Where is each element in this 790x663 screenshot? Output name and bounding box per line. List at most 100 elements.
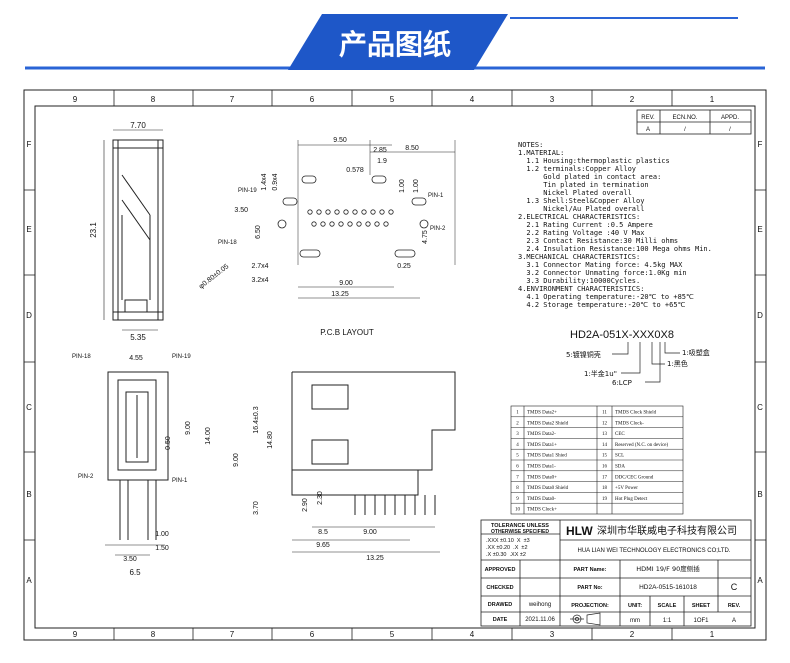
col-label: 8 <box>151 95 156 104</box>
pin-signal: TMDS Data2- <box>527 432 556 437</box>
dim-label: 3.2x4 <box>251 277 268 284</box>
col-label: 2 <box>630 630 635 639</box>
tolerance-line: .X ±0.30 .XX ±2 <box>486 552 526 558</box>
pcb-layout <box>277 140 456 299</box>
part-name-label: PART Name: <box>574 567 607 573</box>
dim-label: 2.90 <box>302 498 309 512</box>
dim-label: 4.55 <box>129 355 143 362</box>
pin-signal: TMDS Clock Shield <box>615 411 657 416</box>
dim-label: 5.35 <box>130 333 146 342</box>
frame-zone-ticks <box>24 90 766 640</box>
code-legend: 1:半金1u" <box>584 369 617 378</box>
note-line: 3.3 Durability:10000Cycles. <box>518 277 640 285</box>
pin-label: PIN-19 <box>172 354 191 360</box>
part-no: HD2A-0515-161018 <box>639 584 697 591</box>
appd-value: / <box>729 127 731 133</box>
sheet-label: SHEET <box>692 603 711 609</box>
drawn-label: DRAWED <box>488 602 512 608</box>
pcb-layout-title: P.C.B LAYOUT <box>320 328 374 337</box>
unit-label: UNIT: <box>628 603 642 609</box>
col-label: 9 <box>73 95 78 104</box>
dim-label: 3.70 <box>253 501 260 515</box>
col-label: 7 <box>230 630 235 639</box>
row-label: B <box>26 490 31 499</box>
pin-signal: TMDS Clock- <box>615 421 644 426</box>
tolerance-title: TOLERANCE UNLESS <box>491 523 549 529</box>
notes-block: NOTES: 1.MATERIAL: 1.1 Housing:thermopla… <box>518 141 712 309</box>
dim-label: 8.50 <box>405 145 419 152</box>
pin-label: PIN-2 <box>78 474 94 480</box>
pin-signal: Hot Plug Detect <box>615 497 648 502</box>
dim-label: 9.50 <box>333 137 347 144</box>
note-line: 2.4 Insulation Resistance:100 Mega ohms … <box>518 245 712 253</box>
company-name-en: HUA LIAN WEI TECHNOLOGY ELECTRONICS CO;L… <box>577 548 730 554</box>
col-label: 8 <box>151 630 156 639</box>
pin-signal: TMDS Data0- <box>527 497 556 502</box>
dim-label: 0.578 <box>346 167 364 174</box>
sheet-value: 1OF1 <box>693 618 709 624</box>
projection-symbol-icon <box>570 612 601 626</box>
banner-title: 产品图纸 <box>339 28 451 61</box>
rev-value: A <box>646 127 650 133</box>
row-label: D <box>757 311 763 320</box>
note-line: Nickel/Au Plated overall <box>518 205 644 213</box>
note-line: Nickel Plated overall <box>518 189 632 197</box>
dim-label: 9.00 <box>363 529 377 536</box>
col-label: 4 <box>470 630 475 639</box>
pin-signal: TMDS Clock+ <box>527 508 557 513</box>
note-line: 1.1 Housing:thermoplastic plastics <box>518 157 670 165</box>
dim-label: 9.65 <box>316 542 330 549</box>
note-line: Tin plated in termination <box>518 181 649 189</box>
pin-label: PIN-18 <box>218 240 237 246</box>
pin-number: 3 <box>516 432 519 437</box>
pin-signal: SDA <box>615 465 625 470</box>
dim-label: 8.5 <box>318 529 328 536</box>
side-view <box>103 129 164 331</box>
header-banner: 产品图纸 <box>25 14 765 70</box>
note-line: Gold plated in contact area: <box>518 173 661 181</box>
checked-label: CHECKED <box>486 585 513 591</box>
dim-label: 1.00 <box>399 179 406 193</box>
pin-signal: TMDS Data1- <box>527 465 556 470</box>
pin-signal: TMDS Data0+ <box>527 475 557 480</box>
note-line: 2.ELECTRICAL CHARACTERISTICS: <box>518 213 640 221</box>
pin-number: 16 <box>602 465 608 470</box>
ecn-header: ECN.NO. <box>672 115 697 121</box>
dim-label: 3.50 <box>123 556 137 563</box>
note-line: 3.MECHANICAL CHARACTERISTICS: <box>518 253 640 261</box>
dim-label: 14.80 <box>267 431 274 449</box>
dim-label: 9.00 <box>185 421 192 435</box>
dim-label: 0.25 <box>397 263 411 270</box>
col-label: 5 <box>390 630 395 639</box>
row-label: C <box>26 403 32 412</box>
rev-label: REV. <box>728 603 741 609</box>
frame-column-labels: 9 8 7 6 5 4 3 2 1 9 8 7 6 5 4 3 2 1 <box>73 95 715 639</box>
pin-number: 7 <box>516 475 519 480</box>
code-legend: 5:镀镍铜壳 <box>566 350 601 359</box>
dim-label: 16.4±0.3 <box>253 406 260 433</box>
dim-label: 2.85 <box>373 147 387 154</box>
scale-value: 1:1 <box>663 618 672 624</box>
drawn-by: weihong <box>528 602 551 608</box>
row-label: D <box>26 311 32 320</box>
note-line: 1.MATERIAL: <box>518 149 564 157</box>
pin-signal: CEC <box>615 432 625 437</box>
pin-number: 2 <box>516 421 519 426</box>
col-label: 6 <box>310 95 315 104</box>
pin-signal: DDC/CEC Ground <box>615 475 654 480</box>
dim-label: 9.00 <box>233 453 240 467</box>
note-line: 2.2 Rating Voltage :40 V Max <box>518 229 644 237</box>
approved-label: APPROVED <box>485 567 516 573</box>
pin-signal: +5V Power <box>615 486 638 491</box>
row-label: C <box>757 403 763 412</box>
pin-number: 19 <box>602 497 608 502</box>
tolerance-subtitle: OTHERWISE SPECIFIED <box>491 529 549 535</box>
dim-label: 1.00 <box>155 531 169 538</box>
col-label: 7 <box>230 95 235 104</box>
dim-label: 7.70 <box>130 121 146 130</box>
dim-label: 3.50 <box>234 207 248 214</box>
dim-label: 0.50 <box>165 436 172 450</box>
drawing-frame-inner <box>34 105 756 629</box>
pin-signal: TMDS Data1 Shied <box>527 454 567 459</box>
pin-number: 12 <box>602 421 608 426</box>
